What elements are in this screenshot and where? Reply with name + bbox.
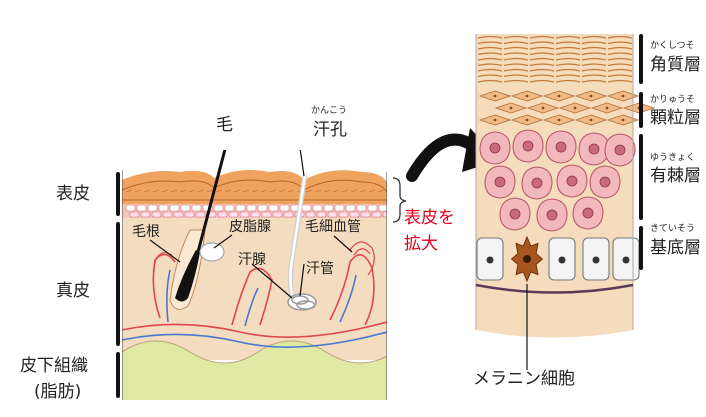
label-pore: 汗孔 — [313, 120, 347, 140]
label-sebaceous-gland: 皮脂腺 — [229, 219, 271, 235]
label-pore-reading: かんこう — [311, 106, 348, 116]
bar-dermis — [116, 222, 120, 346]
dermis-layer — [122, 200, 387, 360]
label-capillary: 毛細血管 — [305, 219, 361, 235]
callout-line1: 表皮を — [404, 208, 455, 228]
epidermis-brace — [392, 177, 407, 223]
sweat-gland-coil — [287, 293, 317, 311]
layer-2-reading: ゆうきょく — [650, 153, 696, 163]
hair-shaft — [196, 150, 227, 253]
label-subcutis-note: (脂肪) — [34, 382, 82, 402]
layer-0-reading: かくしつそ — [650, 41, 695, 51]
bar-epidermis — [116, 172, 120, 216]
layer-0-name: 角質層 — [650, 55, 701, 75]
callout-line2: 拡大 — [404, 234, 438, 254]
hair-root — [175, 250, 200, 302]
label-hair-root: 毛根 — [132, 224, 160, 240]
layer-1-reading: かりゅうそ — [650, 95, 696, 105]
epidermis-enlarged — [475, 34, 656, 338]
bar-stratum-spinosum — [639, 134, 643, 220]
label-hair: 毛 — [216, 115, 233, 135]
layer-3-reading: きていそう — [650, 224, 696, 234]
bar-subcutis — [116, 352, 120, 398]
label-melanocyte: メラニン細胞 — [473, 369, 575, 389]
label-sweat-gland: 汗腺 — [238, 252, 266, 268]
label-sweat-duct: 汗管 — [306, 261, 334, 277]
label-dermis: 真皮 — [56, 281, 90, 301]
bar-stratum-granulosum — [639, 92, 643, 128]
layer-1-name: 顆粒層 — [650, 108, 701, 128]
bar-stratum-basale — [639, 226, 643, 270]
label-epidermis: 表皮 — [56, 184, 90, 204]
label-subcutis: 皮下組織 — [20, 356, 88, 376]
blood-vessels — [122, 253, 387, 348]
layer-3-name: 基底層 — [650, 238, 701, 258]
layer-2-name: 有棘層 — [650, 166, 701, 186]
bar-stratum-corneum — [639, 34, 643, 84]
fat-layer — [122, 341, 387, 400]
sebaceous-gland-shape — [199, 242, 225, 262]
